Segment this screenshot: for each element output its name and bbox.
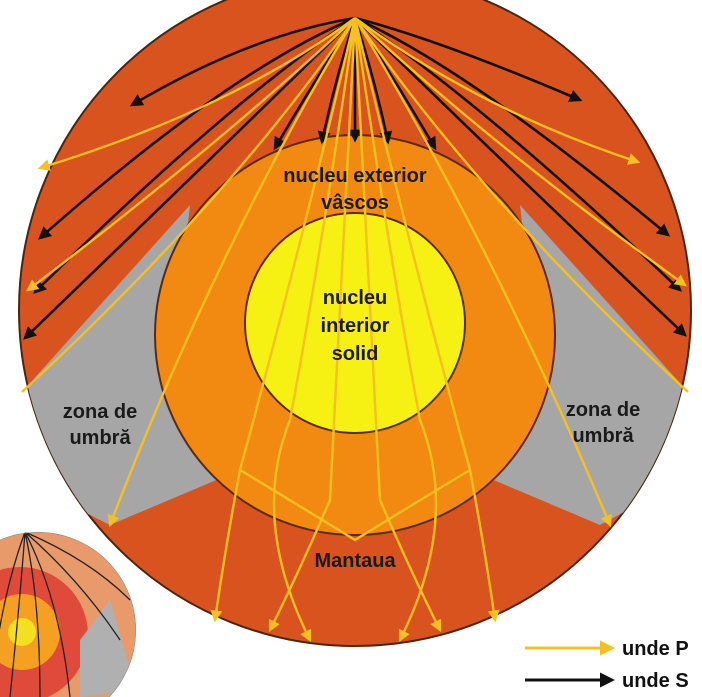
inner-core-label-3: solid: [332, 343, 379, 365]
inset-thumbnail: [0, 532, 136, 697]
inner-core-label: nucleu: [323, 287, 387, 309]
shadow-zone-left-label-2: umbră: [69, 427, 131, 449]
legend-p-waves: unde P: [622, 638, 689, 660]
legend-s-waves: unde S: [622, 670, 689, 692]
mantle-label: Mantaua: [314, 550, 396, 572]
outer-core-label-2: vâscos: [321, 192, 389, 214]
shadow-zone-left-label: zona de: [63, 401, 137, 423]
outer-core-label: nucleu exterior: [283, 165, 427, 187]
legend: unde P unde S: [525, 638, 689, 692]
inner-core-label-2: interior: [321, 315, 390, 337]
shadow-zone-right-label: zona de: [566, 399, 640, 421]
shadow-zone-right-label-2: umbră: [572, 425, 634, 447]
